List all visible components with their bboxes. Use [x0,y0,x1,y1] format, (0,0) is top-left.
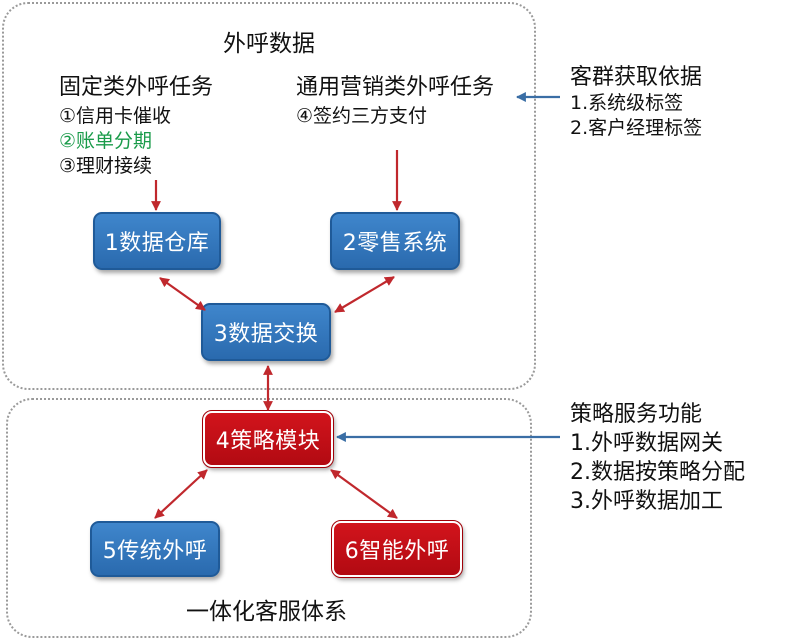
fixed-task-item: ①信用卡催收 [59,105,172,127]
retail-system-node: 2零售系统 [330,212,460,270]
outbound-data-title: 外呼数据 [223,31,315,57]
arrow-warehouse-exchange [159,277,206,311]
customer-basis-item: 2.客户经理标签 [570,117,703,139]
data-warehouse-node: 1数据仓库 [93,212,221,270]
arrow-retail-exchange [334,276,395,313]
smart-outbound-node: 6智能外呼 [331,520,463,578]
integrated-service-title: 一体化客服体系 [186,599,347,625]
strategy-module-node: 4策略模块 [202,410,334,468]
customer-basis-heading: 客群获取依据 [570,65,703,90]
marketing-task-item: ④签约三方支付 [296,105,428,127]
arrow-strategy-smart [330,469,398,519]
data-exchange-node: 3数据交换 [201,303,331,361]
arrow-strategy-traditional [154,469,208,519]
strategy-function-item: 1.外呼数据网关 [570,431,723,456]
fixed-task-item: ②账单分期 [59,130,153,152]
traditional-outbound-node: 5传统外呼 [90,521,220,577]
marketing-tasks-heading: 通用营销类外呼任务 [296,75,495,100]
strategy-functions-heading: 策略服务功能 [570,402,703,427]
strategy-function-item: 2.数据按策略分配 [570,460,745,485]
strategy-function-item: 3.外呼数据加工 [570,489,723,514]
customer-basis-item: 1.系统级标签 [570,92,684,114]
fixed-task-item: ③理财接续 [59,155,153,177]
fixed-tasks-heading: 固定类外呼任务 [59,75,214,100]
